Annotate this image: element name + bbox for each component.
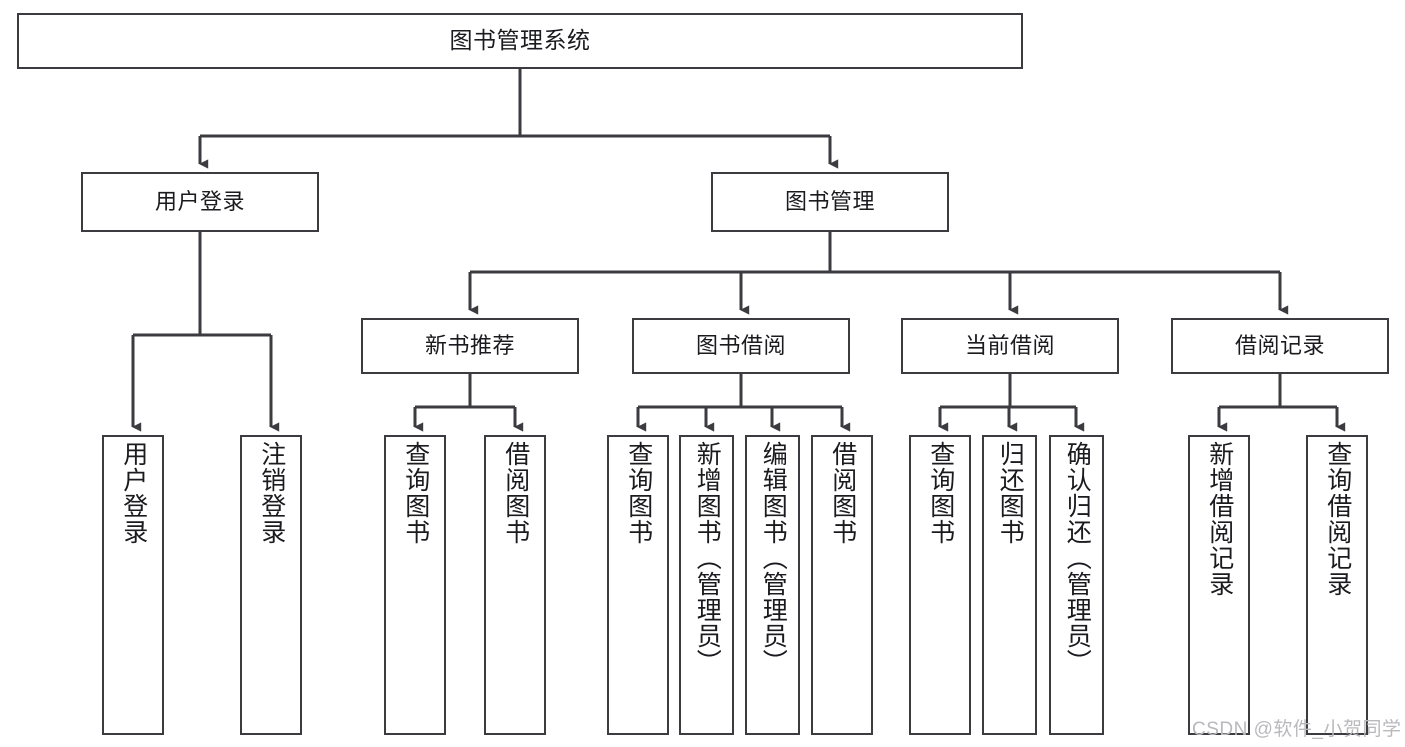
node-leaf-add-book-label: 新增图书（管理员） (693, 441, 722, 675)
node-user-login[interactable]: 用户登录 (81, 172, 319, 232)
node-borrow-record-label: 借阅记录 (1234, 332, 1325, 358)
node-leaf-borrow-book-1-label: 借阅图书 (501, 441, 530, 545)
node-leaf-add-record-label: 新增借阅记录 (1205, 441, 1234, 597)
node-book-manage[interactable]: 图书管理 (711, 172, 949, 232)
node-book-manage-label: 图书管理 (784, 188, 875, 214)
node-book-borrow[interactable]: 图书借阅 (632, 318, 850, 374)
node-user-login-label: 用户登录 (154, 188, 245, 214)
node-leaf-borrow-book-1[interactable]: 借阅图书 (484, 435, 546, 735)
node-current-borrow[interactable]: 当前借阅 (901, 318, 1119, 374)
node-leaf-logout[interactable]: 注销登录 (240, 435, 302, 735)
node-leaf-user-login-label: 用户登录 (119, 441, 148, 545)
node-leaf-add-book[interactable]: 新增图书（管理员） (679, 435, 734, 735)
node-leaf-edit-book[interactable]: 编辑图书（管理员） (745, 435, 800, 735)
node-leaf-confirm-return[interactable]: 确认归还（管理员） (1049, 435, 1104, 735)
node-new-book-rec[interactable]: 新书推荐 (361, 318, 579, 374)
node-leaf-add-record[interactable]: 新增借阅记录 (1188, 435, 1250, 735)
node-leaf-query-book-1-label: 查询图书 (401, 441, 430, 545)
node-book-borrow-label: 图书借阅 (695, 332, 786, 358)
node-root-label: 图书管理系统 (449, 27, 591, 54)
node-leaf-edit-book-label: 编辑图书（管理员） (759, 441, 788, 675)
node-current-borrow-label: 当前借阅 (964, 332, 1055, 358)
node-leaf-return-book[interactable]: 归还图书 (982, 435, 1037, 735)
node-leaf-borrow-book-2-label: 借阅图书 (828, 441, 857, 545)
node-leaf-return-book-label: 归还图书 (996, 441, 1025, 545)
watermark: CSDN @软件_小贺同学 (1192, 719, 1402, 740)
node-leaf-query-record-label: 查询借阅记录 (1323, 441, 1352, 597)
node-borrow-record[interactable]: 借阅记录 (1171, 318, 1389, 374)
node-root[interactable]: 图书管理系统 (17, 13, 1023, 69)
node-leaf-query-book-2-label: 查询图书 (624, 441, 653, 545)
node-leaf-user-login[interactable]: 用户登录 (102, 435, 164, 735)
node-leaf-query-book-2[interactable]: 查询图书 (607, 435, 669, 735)
node-leaf-query-book-1[interactable]: 查询图书 (384, 435, 446, 735)
node-leaf-query-record[interactable]: 查询借阅记录 (1306, 435, 1368, 735)
node-leaf-borrow-book-2[interactable]: 借阅图书 (811, 435, 873, 735)
node-leaf-confirm-return-label: 确认归还（管理员） (1063, 441, 1092, 675)
node-new-book-rec-label: 新书推荐 (424, 332, 515, 358)
node-leaf-logout-label: 注销登录 (257, 441, 286, 545)
node-leaf-query-book-3[interactable]: 查询图书 (909, 435, 971, 735)
node-leaf-query-book-3-label: 查询图书 (926, 441, 955, 545)
